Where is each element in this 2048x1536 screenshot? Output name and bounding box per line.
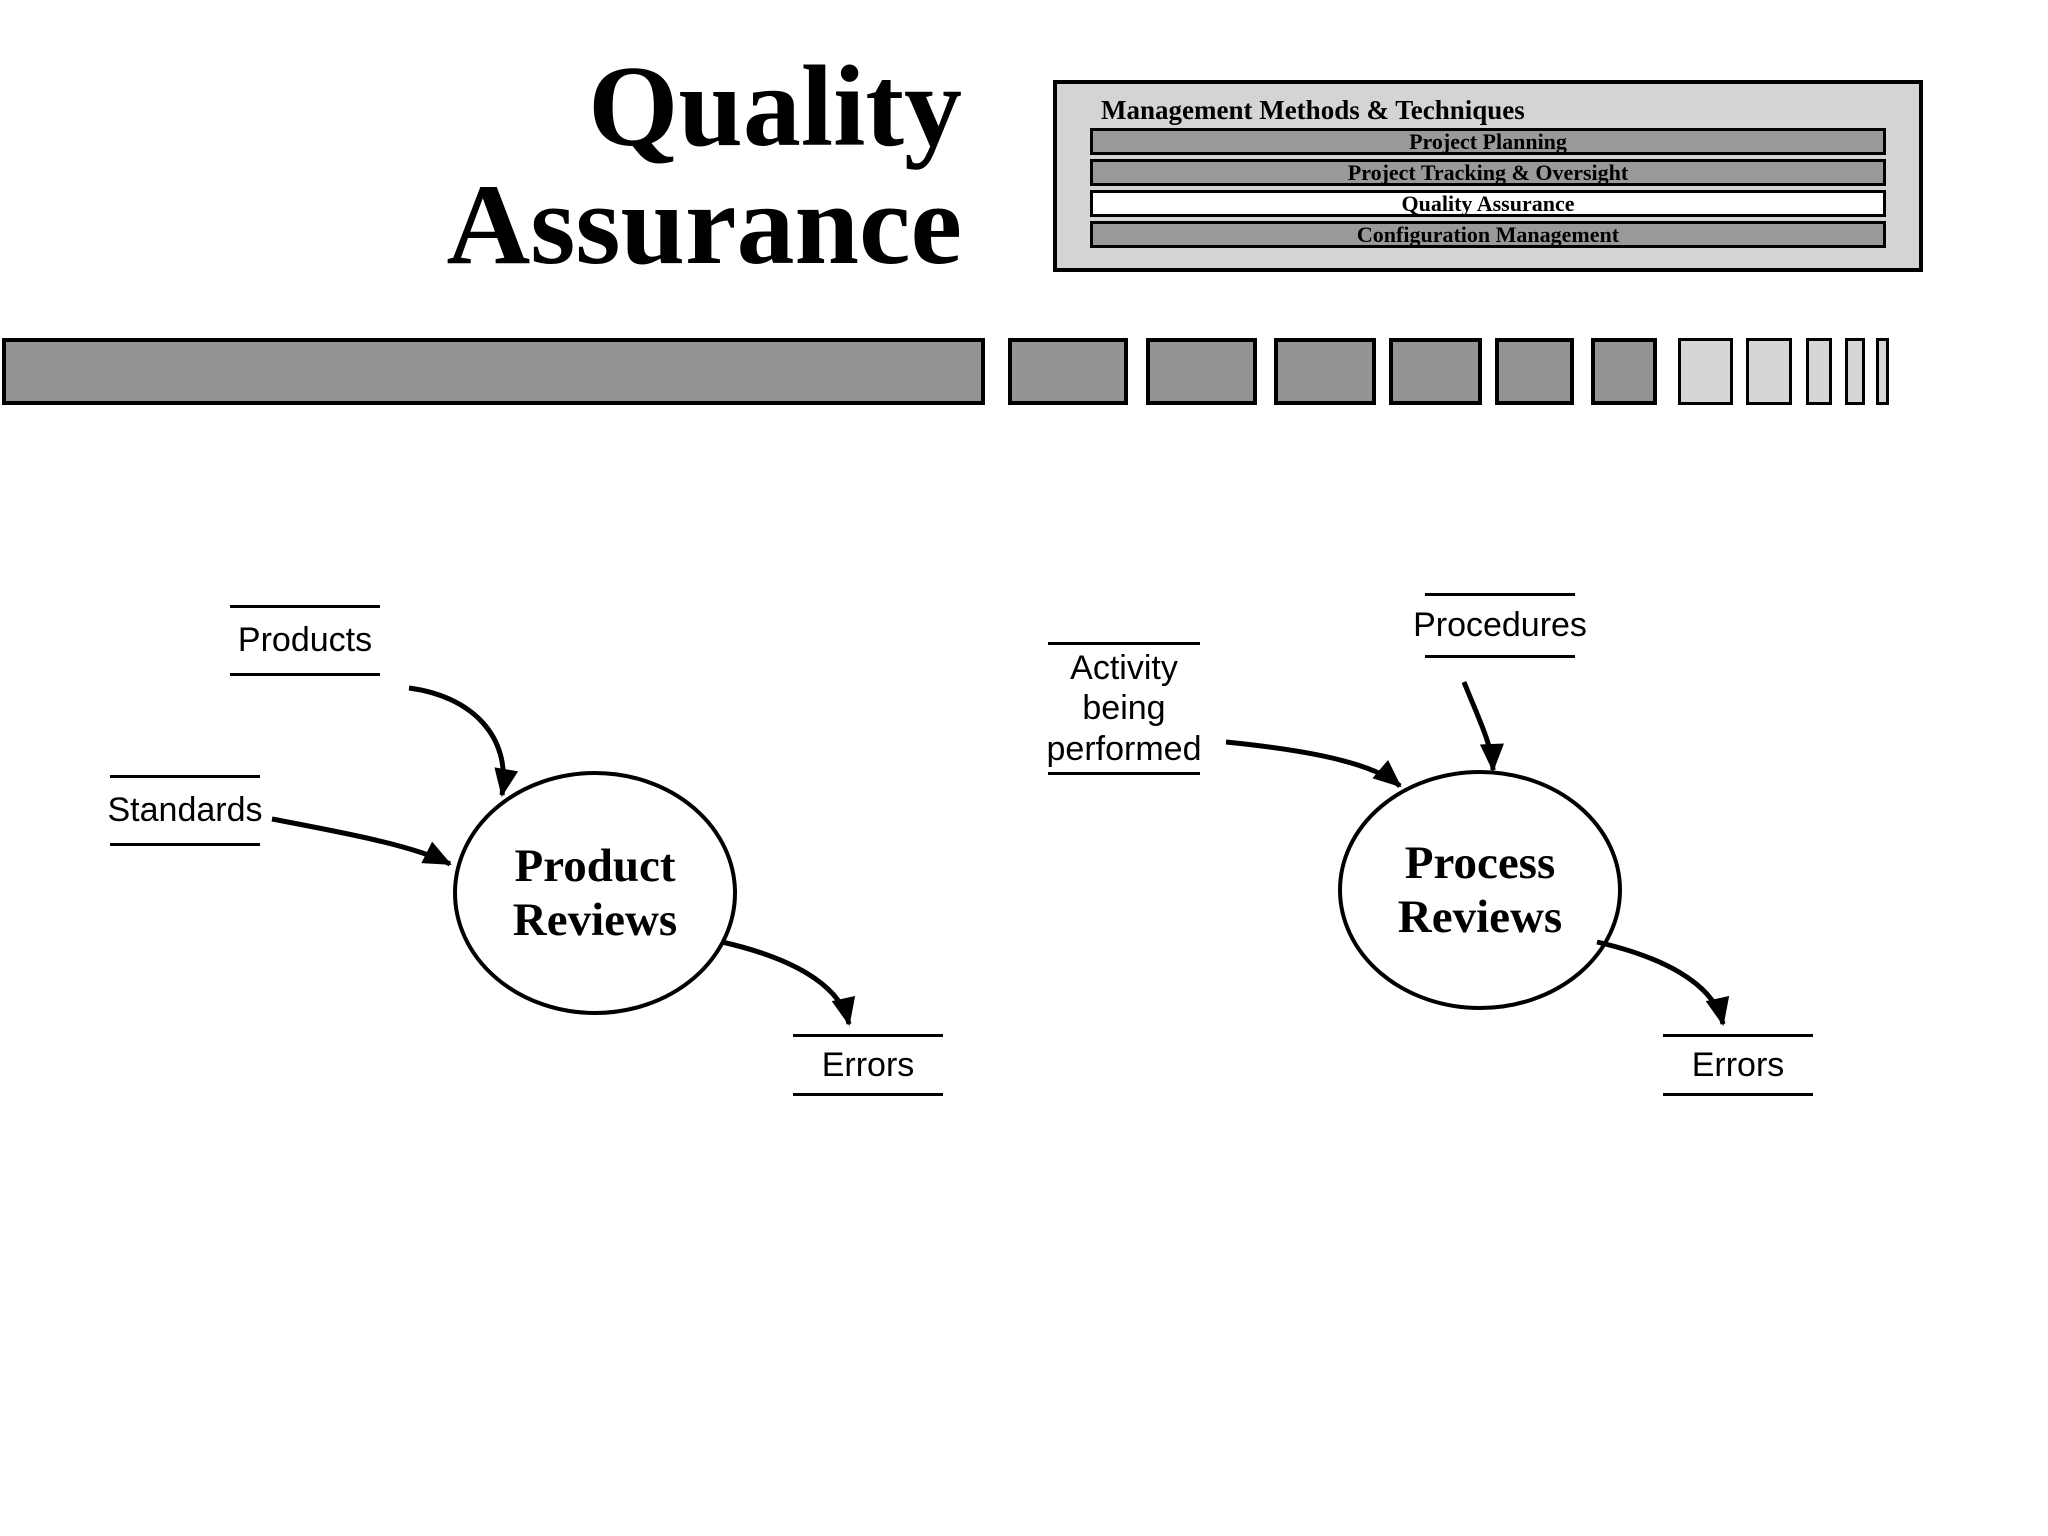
slide-title-line-1: Quality: [588, 43, 962, 171]
product-reviews-line-1: Product: [514, 839, 676, 892]
management-row: Configuration Management: [1090, 221, 1886, 248]
strip-segment: [1591, 338, 1657, 405]
errors-label-left: Errors: [793, 1034, 943, 1096]
strip-segment: [2, 338, 985, 405]
management-row: Quality Assurance: [1090, 190, 1886, 217]
management-row: Project Planning: [1090, 128, 1886, 155]
process-reviews-line-2: Reviews: [1397, 891, 1563, 943]
arrow-standards-to-product-reviews: [271, 816, 452, 867]
activity-line-3: performed: [1046, 729, 1202, 768]
strip-segment: [1008, 338, 1128, 405]
arrow-procedures-to-process-reviews: [1461, 681, 1504, 772]
procedures-label: Procedures: [1413, 593, 1587, 658]
activity-line-1: Activity: [1070, 649, 1178, 688]
management-methods-panel: Management Methods & Techniques Project …: [1053, 80, 1923, 272]
errors-label-right: Errors: [1663, 1034, 1813, 1096]
activity-being-performed-label: Activity being performed: [1046, 642, 1202, 775]
standards-label-text: Standards: [107, 791, 263, 830]
slide-title-line-2: Assurance: [446, 161, 962, 290]
errors-right-text: Errors: [1691, 1045, 1785, 1084]
strip-segment: [1274, 338, 1376, 405]
products-label-text: Products: [237, 621, 373, 660]
product-reviews-line-2: Reviews: [512, 894, 678, 946]
management-row: Project Tracking & Oversight: [1090, 159, 1886, 186]
progress-strip: [0, 338, 2048, 405]
strip-segment: [1876, 338, 1889, 405]
standards-label: Standards: [107, 775, 263, 846]
process-reviews-label: Process Reviews: [1340, 772, 1620, 1008]
slide-title: Quality Assurance: [446, 48, 962, 285]
strip-segment: [1806, 338, 1832, 405]
arrow-product-reviews-to-errors: [721, 939, 856, 1026]
products-label: Products: [230, 605, 380, 676]
product-reviews-label: Product Reviews: [455, 773, 735, 1013]
activity-line-2: being: [1082, 689, 1166, 728]
procedures-label-text: Procedures: [1413, 606, 1587, 645]
strip-segment: [1678, 338, 1733, 405]
errors-left-text: Errors: [821, 1045, 915, 1084]
strip-segment: [1746, 338, 1792, 405]
process-reviews-line-1: Process: [1404, 836, 1556, 889]
strip-segment: [1389, 338, 1482, 405]
strip-segment: [1845, 338, 1865, 405]
management-methods-title: Management Methods & Techniques: [1101, 95, 1525, 125]
strip-segment: [1146, 338, 1257, 405]
strip-segment: [1495, 338, 1574, 405]
